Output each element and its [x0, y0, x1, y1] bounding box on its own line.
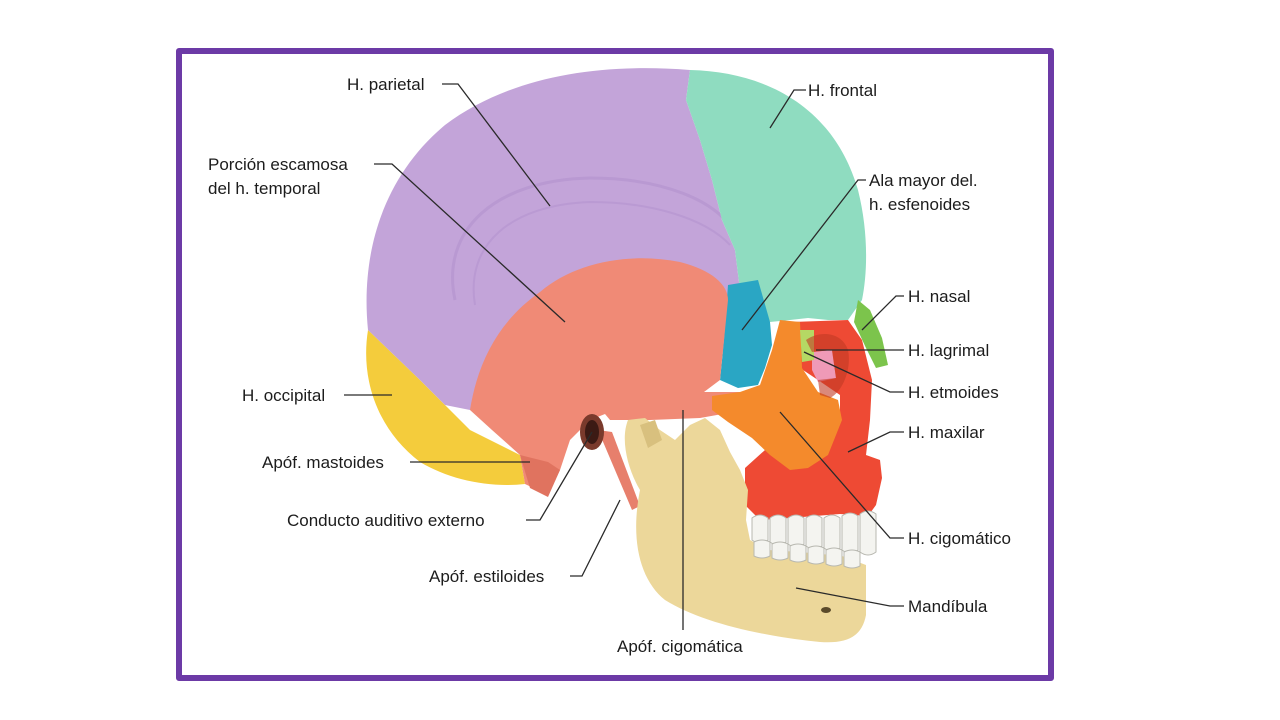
nasal-bone: [854, 300, 888, 368]
leader-auditory: [526, 431, 593, 521]
label-maxilla: H. maxilar: [908, 423, 985, 442]
temporal-squamous: [470, 258, 728, 495]
occipital-bone: [366, 330, 525, 486]
label-mandible: Mandíbula: [908, 597, 988, 616]
mandible-bone: [624, 418, 866, 643]
zygomatic-bone: [712, 320, 842, 470]
leader-lines: [344, 83, 904, 630]
label-sphenoid-line2: h. esfenoides: [869, 195, 970, 214]
label-sphenoid-line1: Ala mayor del.: [869, 171, 978, 190]
label-frontal: H. frontal: [808, 81, 877, 100]
label-temporal-line1: Porción escamosa: [208, 155, 348, 174]
label-auditory: Conducto auditivo externo: [287, 511, 485, 530]
label-temporal-line2: del h. temporal: [208, 179, 320, 198]
zygomatic-process-shape: [600, 392, 745, 420]
leader-nasal: [861, 295, 904, 331]
label-zygomatic-process: Apóf. cigomática: [617, 637, 743, 656]
leader-maxilla: [847, 431, 904, 453]
teeth: [751, 510, 877, 569]
label-styloid: Apóf. estiloides: [429, 567, 544, 586]
leader-sphenoid: [741, 179, 866, 331]
leader-zygomatic: [779, 411, 904, 539]
label-zygomatic: H. cigomático: [908, 529, 1011, 548]
leader-styloid: [570, 499, 621, 577]
leader-ethmoid: [803, 351, 904, 393]
label-occipital: H. occipital: [242, 386, 325, 405]
leader-frontal: [769, 89, 806, 129]
frontal-bone: [686, 70, 867, 322]
label-parietal: H. parietal: [347, 75, 424, 94]
label-nasal: H. nasal: [908, 287, 970, 306]
label-lacrimal: H. lagrimal: [908, 341, 989, 360]
label-mastoid: Apóf. mastoides: [262, 453, 384, 472]
styloid-process-shape: [598, 430, 640, 510]
leader-parietal: [442, 83, 551, 207]
leader-temporal: [374, 163, 566, 323]
leader-mandible: [795, 587, 904, 607]
label-ethmoid: H. etmoides: [908, 383, 999, 402]
